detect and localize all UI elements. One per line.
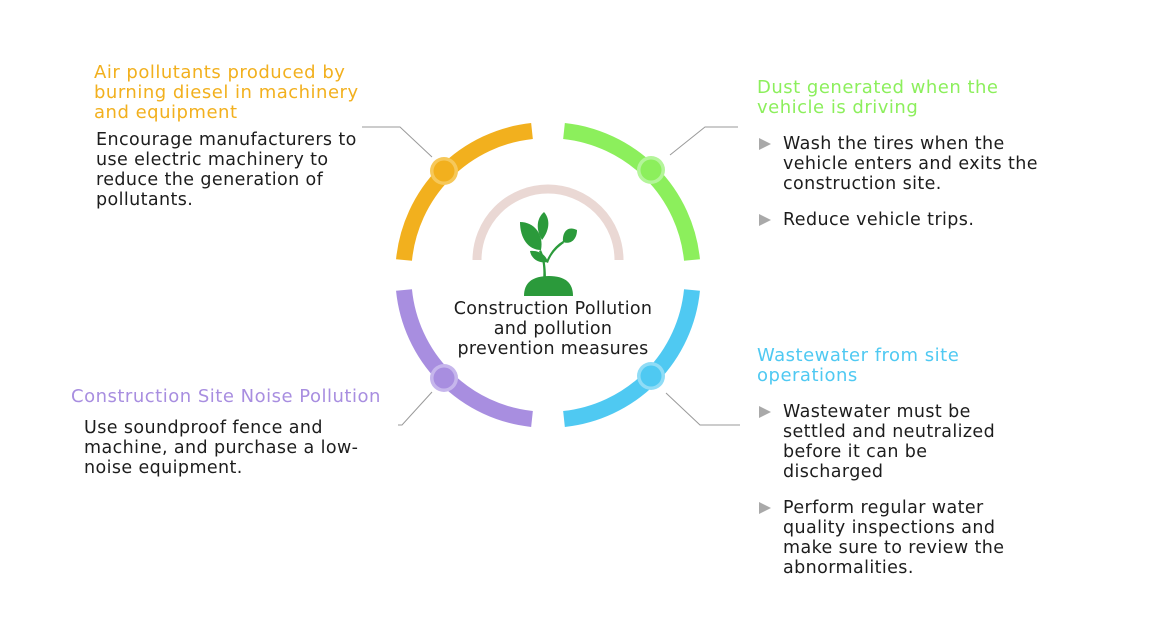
noise-heading: Construction Site Noise Pollution xyxy=(71,386,381,407)
list-item: Perform regular water quality inspection… xyxy=(757,498,1022,578)
leader-line-noise xyxy=(398,391,433,426)
node-air xyxy=(430,157,458,185)
inner-arc xyxy=(472,184,624,261)
air-body: Encourage manufacturers to use electric … xyxy=(96,130,357,210)
leader-line-air xyxy=(362,126,433,158)
water-heading: Wastewater from site operations xyxy=(757,345,960,386)
dust-heading: Dust generated when the vehicle is drivi… xyxy=(757,77,999,118)
node-dust xyxy=(637,156,665,184)
water-bullet-text: Perform regular water quality inspection… xyxy=(783,498,1005,578)
bullet-triangle-icon xyxy=(759,214,771,226)
dust-bullet-text: Reduce vehicle trips. xyxy=(783,210,975,230)
list-item: Wash the tires when the vehicle enters a… xyxy=(757,134,1047,194)
water-bullet-text: Wastewater must be settled and neutraliz… xyxy=(783,402,996,482)
dust-bullet-list: Wash the tires when the vehicle enters a… xyxy=(757,134,1047,230)
center-title: Construction Pollution and pollution pre… xyxy=(453,299,653,359)
list-item: Reduce vehicle trips. xyxy=(757,210,1047,230)
air-heading: Air pollutants produced by burning diese… xyxy=(94,62,359,123)
node-water xyxy=(637,362,665,390)
leader-line-water xyxy=(665,392,740,426)
water-bullet-list: Wastewater must be settled and neutraliz… xyxy=(757,402,1022,578)
node-noise xyxy=(430,364,458,392)
bullet-triangle-icon xyxy=(759,138,771,150)
leader-line-dust xyxy=(669,126,738,156)
noise-body: Use soundproof fence and machine, and pu… xyxy=(84,418,359,478)
bullet-triangle-icon xyxy=(759,406,771,418)
list-item: Wastewater must be settled and neutraliz… xyxy=(757,402,1022,482)
plant-sprout-icon xyxy=(520,212,577,296)
dust-bullet-text: Wash the tires when the vehicle enters a… xyxy=(783,134,1038,194)
bullet-triangle-icon xyxy=(759,502,771,514)
